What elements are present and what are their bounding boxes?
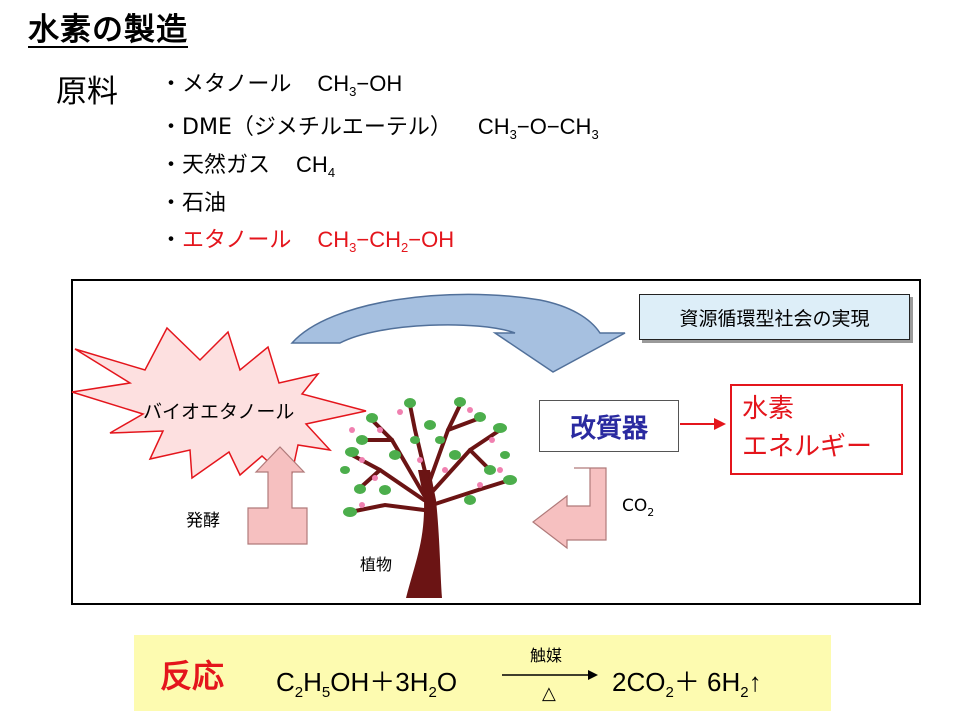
fermentation-arrow (247, 446, 308, 545)
bioethanol-label: バイオエタノール (143, 401, 294, 423)
materials-label: 原料 (56, 74, 118, 110)
hydrogen-energy-box: 水素 エネルギー (730, 384, 903, 475)
tree-icon (340, 397, 517, 598)
reformer-box: 改質器 (539, 400, 679, 452)
fermentation-label: 発酵 (186, 511, 220, 531)
plant-label: 植物 (360, 555, 392, 574)
reaction-lhs: C2H5OH＋3H2O (276, 667, 458, 701)
material-item-oil: ・石油 (160, 191, 227, 216)
reaction-bar (134, 635, 831, 711)
heat-symbol: △ (542, 683, 556, 704)
energy-label: エネルギー (742, 432, 873, 462)
recycle-society-box: 資源循環型社会の実現 (639, 294, 910, 340)
catalyst-label: 触媒 (530, 646, 563, 665)
reaction-label: 反応 (160, 657, 225, 695)
co2-label: CO2 (622, 496, 654, 519)
page-title: 水素の製造 (28, 12, 188, 48)
co2-arrow (532, 467, 607, 550)
diagram-frame (71, 279, 921, 605)
bioethanol-burst (71, 326, 367, 484)
natural-gas-formula: CH4 (296, 152, 336, 180)
ethanol-formula: CH3−CH2−OH (317, 227, 455, 255)
methanol-formula: CH3−OH (317, 71, 403, 99)
recycle-arrow (290, 293, 626, 373)
reaction-arrow (502, 670, 598, 680)
reaction-rhs: 2CO2＋ 6H2↑ (612, 667, 762, 701)
dme-formula: CH3−O−CH3 (477, 114, 599, 142)
material-item-dme: ・DME（ジメチルエーテル）CH3−O−CH3 (160, 114, 599, 142)
hydrogen-label: 水素 (742, 394, 795, 424)
